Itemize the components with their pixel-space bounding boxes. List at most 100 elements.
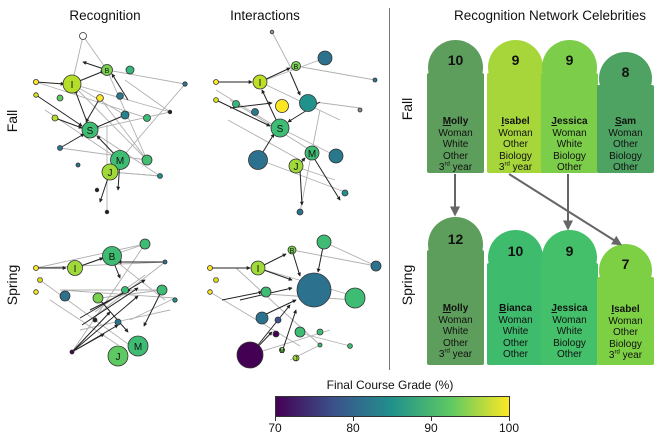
card-body [597,85,654,173]
card-name-rest: essica [556,116,588,127]
node-label: B [290,248,295,255]
card-name-rest: sabel [504,116,530,127]
card-score: 9 [565,52,574,68]
node-label: B [109,252,116,263]
card-info: Isabel Woman Other Biology 3rd year [487,116,544,174]
network-graphs: I B S M J [33,29,382,369]
card-year: 3rd year [438,162,473,174]
card-initial: M [442,303,452,314]
node-label: I [71,80,74,91]
card-race: Other [502,139,528,151]
card-info: Jessica Woman White Biology Other [541,303,598,361]
card-gender: Woman [608,127,643,139]
card-major: Biology [609,338,642,350]
card-name-rest: sabel [614,304,640,315]
node-label: I [259,78,262,89]
card-body [487,73,544,173]
card-name-rest: olly [451,303,469,314]
card-major: Biology [553,150,586,162]
colorbar-ticks [275,417,510,422]
card-gender: Woman [552,314,587,326]
card-initial: I [611,304,615,315]
card-major: Other [442,150,468,162]
card-name-rest: olly [451,116,469,127]
node-label: M [116,156,124,167]
card-gender: Woman [438,127,473,139]
title-celebrities: Recognition Network Celebrities [453,8,647,23]
card-info: Molly Woman White Other 3rd year [427,303,484,361]
colorbar-tick-label: 70 [268,421,282,435]
card-race: White [442,139,469,151]
card-initial: I [501,116,505,127]
card-major: Other [442,337,468,349]
celebrity-card-spring-3: 9 Jessica Woman White Biology Other [541,230,598,365]
card-body [487,263,544,365]
card-info: Isabel Woman Other Biology 3rd year [597,304,654,362]
colorbar-tick-label: 80 [346,421,360,435]
card-initial: J [551,303,557,314]
card-info: Sam Woman Other Biology Other [597,116,654,174]
card-race: Other [612,327,638,339]
card-race: White [502,326,529,338]
celebrity-card-spring-4: 7 Isabel Woman Other Biology 3rd year [597,244,654,365]
card-body [541,73,598,173]
network-fall-interactions: I B S M J [213,29,378,216]
card-year: Other [556,349,582,361]
row-label-fall-right: Fall [399,97,415,121]
card-major: Biology [499,150,532,162]
colorbar-tick-label: 90 [424,421,438,435]
card-race: White [442,326,469,338]
card-score: 8 [621,64,630,80]
card-info: Molly Woman White Other 3rd year [427,116,484,174]
node-label: S [277,124,284,135]
celebrity-card-spring-2: 10 Bianca Woman White Other Other [487,230,544,365]
colorbar-title: Final Course Grade (%) [326,378,454,392]
card-body [427,250,484,365]
card-body [541,263,598,365]
title-recognition: Recognition [69,8,141,23]
network-spring-interactions: B I M J [207,234,382,369]
celebrity-card-fall-3: 9 Jessica Woman White Biology Other [541,40,598,173]
card-gender: Woman [498,127,533,139]
card-major: Biology [553,337,586,349]
arrow-isabel [508,173,623,246]
card-initial: J [551,116,557,127]
card-gender: Woman [552,127,587,139]
node-label: J [116,352,121,363]
network-spring-recognition: B I M J [33,238,178,367]
card-body [597,277,654,365]
node-label: S [87,126,94,137]
celebrity-card-spring-1: 12 Molly Woman White Other 3rd year [427,217,484,365]
celebrity-transition-arrows [450,173,623,246]
node-label: I [257,264,260,275]
card-name-rest: am [621,116,637,127]
card-year: Other [612,162,638,174]
card-initial: B [499,303,507,314]
celebrity-card-fall-1: 10 Molly Woman White Other 3rd year [427,40,484,173]
node-label: M [308,149,316,160]
card-major: Other [502,337,528,349]
card-info: Jessica Woman White Biology Other [541,116,598,174]
node-label: I [74,264,77,275]
node-label: M [134,342,142,353]
card-initial: S [614,116,622,127]
colorbar-gradient [275,396,510,417]
card-gender: Woman [438,314,473,326]
node-label: J [294,162,299,173]
card-score: 7 [621,256,630,272]
card-race: White [556,139,583,151]
node-label: J [294,356,298,363]
card-name-rest: essica [556,303,588,314]
panel-divider [389,8,390,370]
card-race: Other [612,139,638,151]
card-info: Bianca Woman White Other Other [487,303,544,361]
card-score: 9 [565,243,574,259]
title-interactions: Interactions [230,8,300,23]
card-gender: Woman [498,314,533,326]
card-year: 3rd year [608,350,643,362]
card-major: Biology [609,150,642,162]
card-year: Other [502,349,528,361]
card-score: 10 [507,243,524,259]
card-race: White [556,326,583,338]
network-fall-recognition: I B S M J [33,32,188,215]
